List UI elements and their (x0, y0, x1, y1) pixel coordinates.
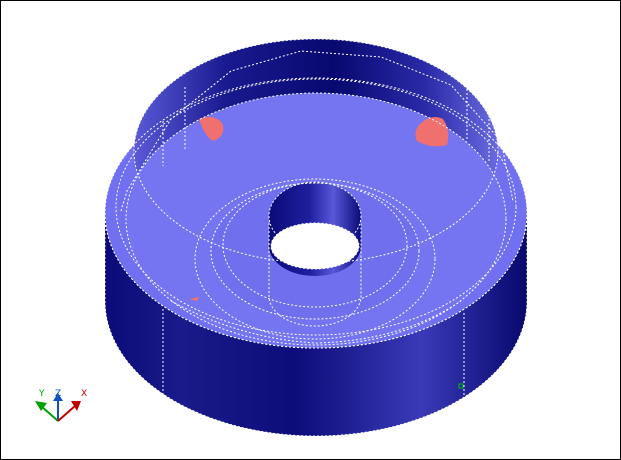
ucs-z-label: Z (55, 389, 61, 399)
y-axis-arrow-icon (35, 401, 47, 411)
ucs-y-label: Y (38, 389, 45, 399)
grip-marker[interactable] (458, 383, 464, 389)
highlight-patch-left (199, 117, 224, 141)
highlight-mark-small (189, 297, 199, 301)
x-axis-arrow-icon (71, 401, 81, 411)
edge-lines (104, 38, 528, 437)
z-axis-arrow-icon (53, 393, 63, 401)
center-hole-opening (271, 223, 359, 269)
highlight-patch-right (415, 117, 449, 147)
ucs-icon: Y Z X (35, 389, 87, 422)
ucs-x-label: X (81, 389, 87, 399)
